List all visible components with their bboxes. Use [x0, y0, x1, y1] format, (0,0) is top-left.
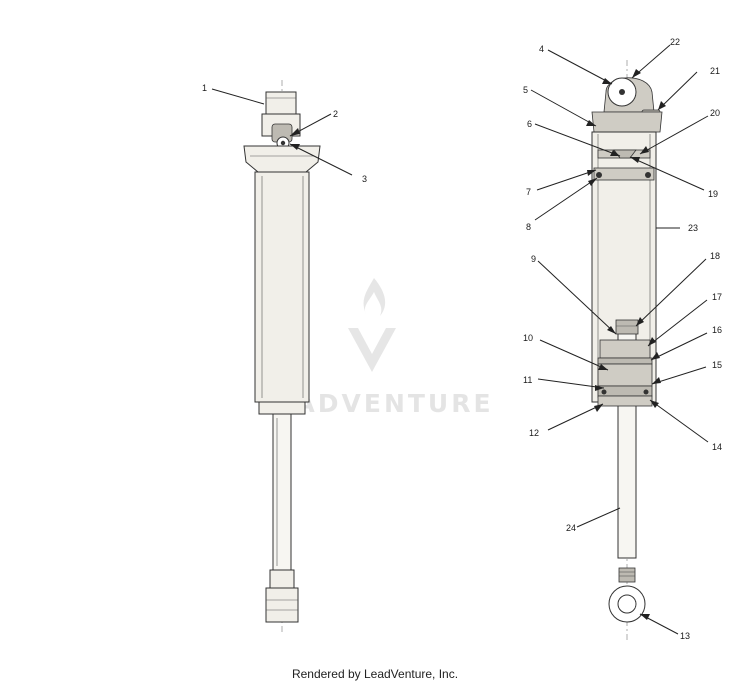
callout-20: 20 — [710, 108, 720, 118]
callout-8: 8 — [526, 222, 531, 232]
callout-24: 24 — [566, 523, 576, 533]
callout-3: 3 — [362, 174, 367, 184]
callout-16: 16 — [712, 325, 722, 335]
shock-assembly-section — [591, 60, 663, 640]
callout-7: 7 — [526, 187, 531, 197]
callout-2: 2 — [333, 109, 338, 119]
callout-18: 18 — [710, 251, 720, 261]
callout-23: 23 — [688, 223, 698, 233]
callout-11: 11 — [523, 375, 532, 385]
callout-12: 12 — [529, 428, 539, 438]
callout-labels: 1 2 3 4 5 6 7 8 9 10 11 12 13 14 15 16 1… — [202, 37, 722, 641]
callout-14: 14 — [712, 442, 722, 452]
callout-9: 9 — [531, 254, 536, 264]
credit-footer: Rendered by LeadVenture, Inc. — [291, 667, 459, 681]
leader-lines — [211, 44, 709, 635]
callout-13: 13 — [680, 631, 690, 641]
callout-17: 17 — [712, 292, 722, 302]
callout-21: 21 — [710, 66, 720, 76]
callout-10: 10 — [523, 333, 533, 343]
shock-assembly-external — [243, 80, 321, 632]
callout-5: 5 — [523, 85, 528, 95]
callout-1: 1 — [202, 83, 207, 93]
callout-4: 4 — [539, 44, 544, 54]
callout-6: 6 — [527, 119, 532, 129]
callout-22: 22 — [670, 37, 680, 47]
callout-15: 15 — [712, 360, 722, 370]
callout-19: 19 — [708, 189, 718, 199]
